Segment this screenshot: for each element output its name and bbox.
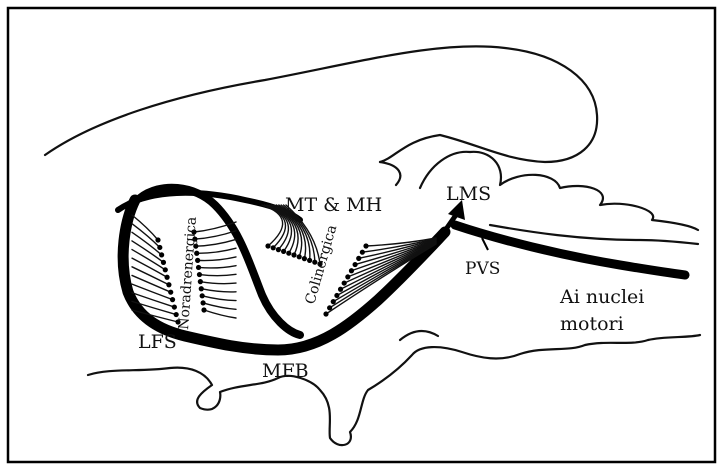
fiber-terminal-dot (307, 258, 312, 263)
fiber-terminal-dot (157, 245, 162, 250)
fiber-terminal-dot (166, 282, 171, 287)
fiber-terminal-dot (349, 268, 354, 273)
fiber-line (199, 274, 236, 275)
fiber-terminal-dot (271, 245, 276, 250)
fiber-terminal-dot (342, 280, 347, 285)
fiber-terminal-dot (276, 247, 281, 252)
label-mfb: MFB (262, 360, 309, 382)
fiber-terminal-dot (168, 290, 173, 295)
fiber-terminal-dot (286, 251, 291, 256)
fiber-terminal-dot (334, 293, 339, 298)
label-lfs: LFS (138, 331, 177, 353)
fiber-terminal-dot (352, 262, 357, 267)
fiber-line (196, 239, 236, 246)
label-noradrenergica: Noradrenergica (176, 216, 200, 330)
cortex-outline (45, 46, 597, 162)
fiber-terminal-dot (302, 256, 307, 261)
fiber-terminal-dot (363, 243, 368, 248)
fiber-terminal-dot (201, 307, 206, 312)
figure-frame (8, 8, 715, 462)
fiber-line (204, 310, 236, 318)
fiber-line (200, 282, 236, 284)
fiber-terminal-dot (338, 287, 343, 292)
fiber-line (202, 296, 236, 301)
fiber-terminal-dot (291, 252, 296, 257)
fiber-terminal-dot (170, 297, 175, 302)
fiber-terminal-dot (297, 254, 302, 259)
ventral-outline (88, 335, 700, 445)
label-motori: motori (560, 313, 624, 335)
fiber-terminal-dot (331, 299, 336, 304)
fiber-terminal-dot (360, 250, 365, 255)
label-pvs: PVS (465, 259, 500, 279)
fiber-terminal-dot (163, 267, 168, 272)
fiber-line (195, 231, 236, 239)
label-mt-mh: MT & MH (285, 194, 382, 216)
fiber-terminal-dot (198, 279, 203, 284)
fiber-line (197, 248, 236, 253)
fiber-terminal-dot (200, 293, 205, 298)
fiber-terminal-dot (164, 275, 169, 280)
fiber-terminal-dot (199, 286, 204, 291)
fiber-terminal-dot (155, 237, 160, 242)
fiber-terminal-dot (196, 265, 201, 270)
fiber-terminal-dot (356, 256, 361, 261)
fiber-terminal-dot (161, 260, 166, 265)
inner-cortex-line (380, 162, 400, 185)
fiber-terminal-dot (159, 252, 164, 257)
pvs-pointer (482, 238, 488, 250)
fiber-terminal-dot (323, 311, 328, 316)
fiber-line (199, 266, 236, 268)
fiber-line (132, 284, 173, 300)
fiber-terminal-dot (281, 249, 286, 254)
fiber-terminal-dot (345, 274, 350, 279)
fiber-terminal-dot (197, 272, 202, 277)
fiber-line (132, 215, 158, 240)
ventral-lobe-outline (400, 331, 438, 340)
label-lms: LMS (446, 183, 491, 205)
fiber-line (201, 289, 236, 292)
fiber-line (198, 257, 236, 261)
label-ai-nuclei: Ai nuclei (559, 286, 644, 308)
fiber-terminal-dot (265, 243, 270, 248)
fiber-terminal-dot (200, 300, 205, 305)
fiber-line (203, 303, 236, 309)
fiber-terminal-dot (172, 304, 177, 309)
